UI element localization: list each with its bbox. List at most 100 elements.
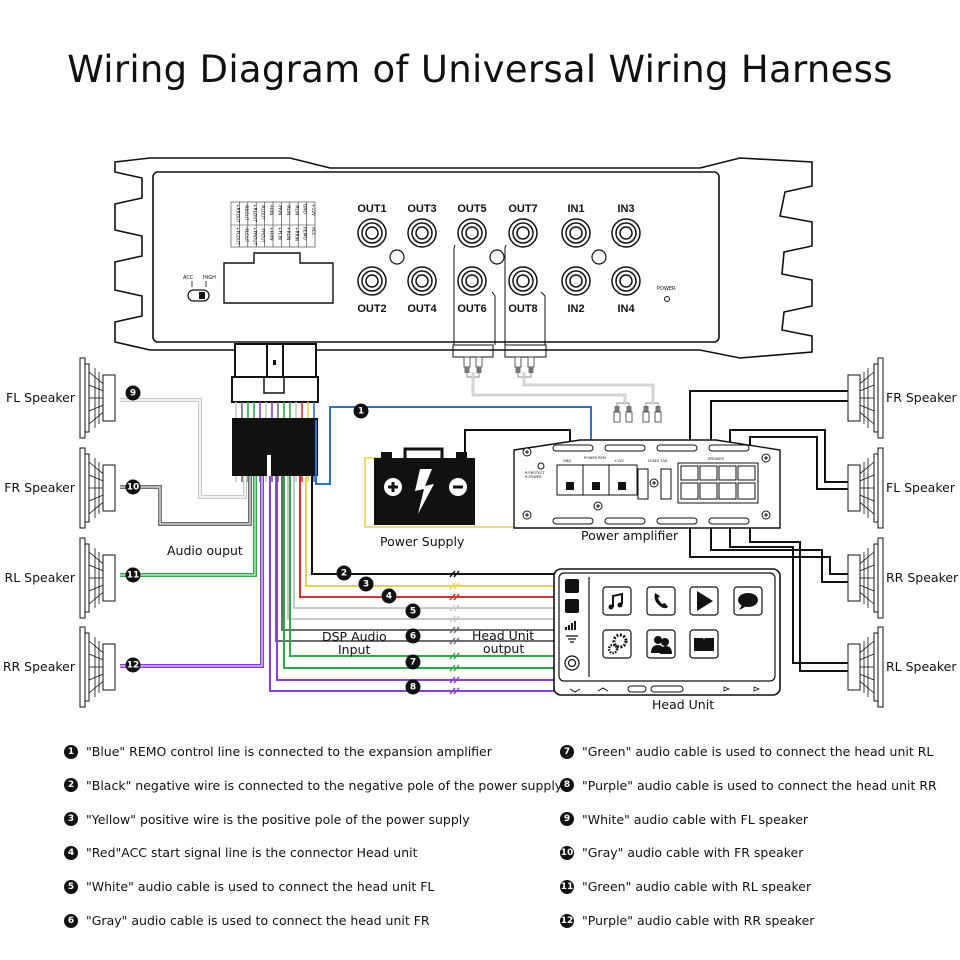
badge-number: 9	[130, 389, 136, 399]
rca-port-out1[interactable]: OUT1	[357, 203, 387, 248]
port-label: IN4	[617, 303, 635, 315]
rca-port-out8[interactable]: OUT8	[508, 266, 538, 315]
rca-port-in3[interactable]: IN3	[611, 203, 641, 248]
harness-socket	[223, 252, 334, 304]
screw-icon	[522, 510, 532, 520]
speaker-label: FR Speaker	[4, 480, 76, 495]
legend-item-1: 1"Blue" REMO control line is connected t…	[64, 744, 492, 759]
rca-port-in4[interactable]: IN4	[611, 266, 641, 315]
badge-number: 4	[386, 592, 392, 602]
pinout-label: +RLOUT	[251, 204, 257, 222]
port-label: OUT8	[508, 303, 537, 315]
screw-icon	[761, 510, 771, 520]
port-label: OUT6	[457, 303, 486, 315]
port-label: OUT7	[508, 203, 537, 215]
badge-11: 11	[125, 567, 141, 583]
legend-badge: 12	[560, 913, 574, 928]
screw-icon	[522, 447, 532, 457]
wire	[289, 476, 556, 657]
rca-port-out6[interactable]: OUT6	[457, 266, 487, 315]
music-icon[interactable]	[602, 586, 632, 616]
wire	[281, 476, 556, 631]
legend-badge: 4	[64, 845, 78, 860]
speaker-label: RR Speaker	[886, 570, 959, 585]
badge-6: 6	[405, 628, 421, 644]
book-icon[interactable]	[689, 629, 719, 659]
diagram-title: Wiring Diagram of Universal Wiring Harne…	[67, 48, 893, 91]
legend-badge: 3	[64, 812, 78, 827]
badge-4: 4	[381, 588, 397, 604]
port-label: OUT2	[357, 303, 386, 315]
head-unit-output-label: Head Unit	[472, 628, 534, 643]
rca-plug-icon	[625, 406, 633, 423]
speaker-right-3: RL Speaker	[847, 626, 957, 708]
badge-5: 5	[405, 603, 421, 619]
wire	[293, 476, 556, 609]
speaker-right-2: RR Speaker	[847, 537, 959, 619]
legend-text: "White" audio cable with FL speaker	[582, 811, 809, 827]
speaker-label: FL Speaker	[6, 390, 76, 405]
pinout-label: -RLIN	[293, 204, 299, 215]
legend-badge: 10	[560, 845, 574, 860]
pinout-label: +FRIN	[268, 227, 274, 241]
battery-icon	[374, 447, 475, 525]
legend-text: "Green" audio cable with RL speaker	[582, 879, 812, 895]
legend-text: "Yellow" positive wire is the positive p…	[86, 811, 470, 827]
speaker-label: FR Speaker	[886, 390, 958, 405]
rca-plug-icon	[527, 356, 535, 373]
speaker-left-1: FR Speaker	[4, 447, 116, 529]
pinout-label: +FROUT	[251, 227, 257, 246]
speaker-label: RR Speaker	[3, 659, 76, 674]
legend-text: "Gray" audio cable is used to connect th…	[86, 913, 430, 928]
rca-plugs	[463, 356, 662, 423]
wire	[269, 476, 556, 692]
screw-icon	[593, 501, 603, 511]
rca-port-out2[interactable]: OUT2	[357, 266, 387, 315]
rca-port-out7[interactable]: OUT7	[508, 203, 538, 248]
port-label: OUT5	[457, 203, 486, 215]
wire	[120, 476, 263, 667]
speaker-left-2: RL Speaker	[5, 537, 116, 619]
legend-badge: 5	[64, 879, 78, 894]
legend-text: "Green" audio cable is used to connect t…	[582, 744, 934, 759]
rca-plug-icon	[475, 356, 483, 373]
rca-port-in1[interactable]: IN1	[561, 203, 591, 248]
settings-icon[interactable]	[602, 629, 632, 659]
rca-plug-icon	[654, 406, 662, 423]
amp-power-label: R-POWER	[525, 475, 542, 479]
acc-high-switch[interactable]: ACC HIGH	[183, 275, 216, 302]
badge-8: 8	[405, 679, 421, 695]
play-icon[interactable]	[689, 586, 719, 616]
wire	[120, 476, 264, 668]
speaker-left-3: RR Speaker	[3, 626, 116, 708]
badge-number: 10	[127, 483, 140, 493]
wire	[299, 476, 556, 598]
wire	[311, 476, 556, 575]
pinout-label: +FLIN	[277, 227, 283, 240]
contacts-icon[interactable]	[646, 629, 676, 659]
power-amplifier: R-PROTECT R-POWER GND POWER REM +12V FUS…	[513, 439, 781, 529]
pinout-label: +FLOUT	[235, 227, 241, 245]
speaker-label: RL Speaker	[5, 570, 76, 585]
wire	[276, 476, 556, 681]
wire	[689, 499, 855, 575]
rca-port-out4[interactable]: OUT4	[407, 266, 438, 315]
legend-badge: 2	[64, 778, 78, 793]
rca-port-out5[interactable]: OUT5	[457, 203, 487, 248]
pinout-label: -FLOUT	[243, 227, 249, 243]
phone-icon[interactable]	[646, 586, 676, 616]
speaker-left-0: FL Speaker	[6, 357, 116, 439]
port-label: OUT1	[357, 203, 386, 215]
dsp-unit	[114, 157, 813, 359]
dsp-audio-input-label: DSP Audio	[322, 629, 387, 644]
legend-item-5: 5"White" audio cable is used to connect …	[64, 879, 434, 894]
rca-port-in2[interactable]: IN2	[561, 266, 591, 315]
dsp-audio-input-label-2: Input	[338, 642, 370, 657]
legend-item-8: 8"Purple" audio cable is used to connect…	[560, 778, 937, 793]
message-icon[interactable]	[733, 586, 763, 616]
legend-badge: 7	[560, 744, 574, 759]
legend-badge: 9	[560, 812, 574, 827]
rca-port-out3[interactable]: OUT3	[407, 203, 437, 248]
badge-7: 7	[405, 654, 421, 670]
badge-1: 1	[353, 403, 369, 419]
